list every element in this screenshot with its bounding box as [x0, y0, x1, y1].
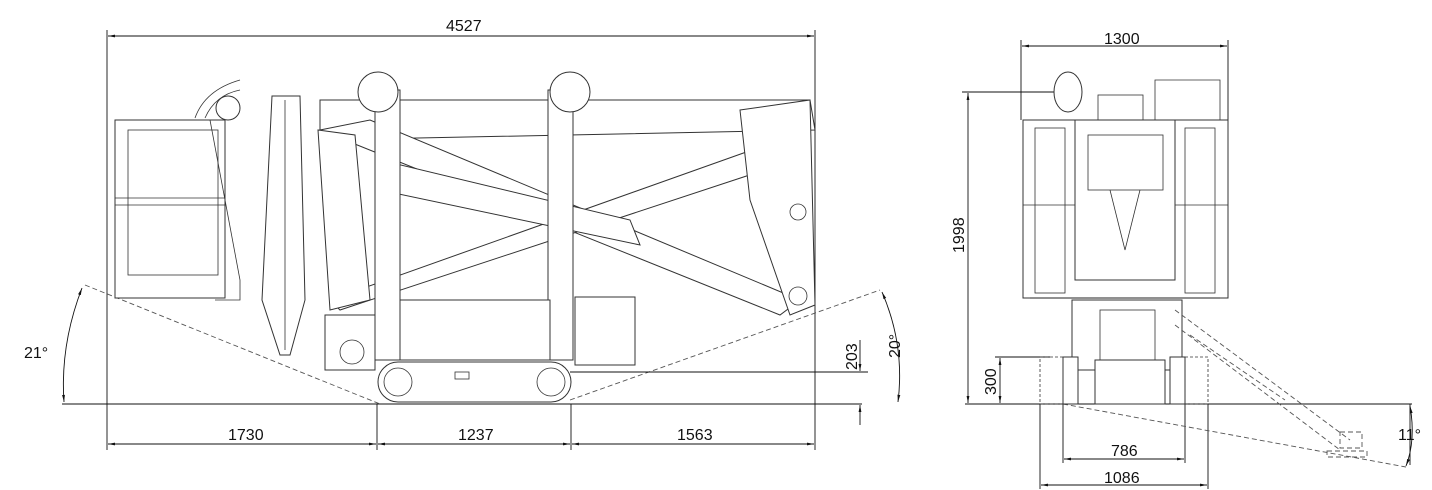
side-view [62, 30, 901, 450]
track-height-label: 300 [983, 368, 1000, 395]
outrigger-angle-label: 11° [1398, 427, 1421, 444]
overall-length-label: 4527 [446, 18, 482, 35]
track-width-outer-label: 1086 [1104, 470, 1140, 487]
overall-width-label: 1300 [1104, 31, 1140, 48]
front-view [962, 40, 1413, 489]
rear-overhang-label: 1730 [228, 427, 264, 444]
track-length-label: 1237 [458, 427, 494, 444]
rear-angle-label: 21° [24, 345, 48, 362]
front-angle-label: 20° [887, 334, 904, 358]
front-overhang-label: 1563 [677, 427, 713, 444]
overall-height-label: 1998 [951, 217, 968, 253]
ground-clearance-label: 203 [844, 343, 861, 370]
track-width-inner-label: 786 [1111, 443, 1138, 460]
